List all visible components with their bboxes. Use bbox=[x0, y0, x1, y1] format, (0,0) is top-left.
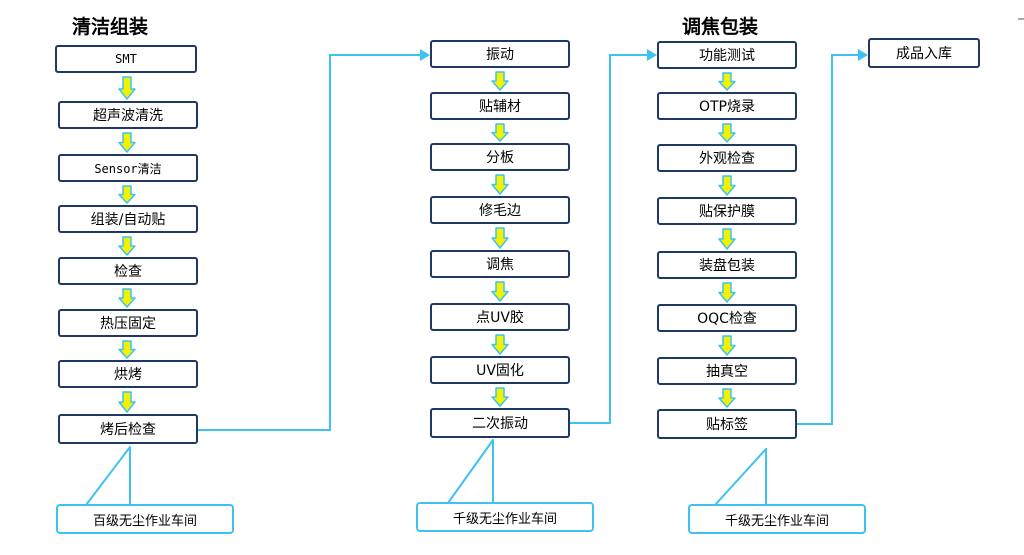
col3-down-arrow-7 bbox=[718, 388, 736, 408]
heading-clean-assembly: 清洁组装 bbox=[72, 16, 149, 38]
step-vibration: 振动 bbox=[430, 40, 570, 68]
connector-col2-to-col3-arrowhead bbox=[647, 49, 657, 61]
step-focusing: 调焦 bbox=[430, 250, 570, 278]
col1-down-arrow-4 bbox=[118, 236, 136, 256]
connector-col1-to-col2-arrowhead bbox=[420, 49, 430, 61]
col3-down-arrow-2 bbox=[718, 123, 736, 143]
col1-down-arrow-2 bbox=[118, 132, 136, 153]
col3-down-arrow-4 bbox=[718, 228, 736, 250]
col1-down-arrow-6 bbox=[118, 340, 136, 359]
step-tray-packaging: 装盘包装 bbox=[657, 251, 797, 279]
step-warehousing: 成品入库 bbox=[868, 38, 980, 68]
step-labeling: 贴标签 bbox=[657, 409, 797, 439]
callout-class100-cleanroom: 百级无尘作业车间 bbox=[56, 504, 234, 534]
callout-class1000-cleanroom-b: 千级无尘作业车间 bbox=[688, 504, 866, 534]
step-post-bake-inspection: 烤后检查 bbox=[58, 414, 198, 444]
step-oqc-inspection: OQC检查 bbox=[657, 304, 797, 332]
step-vacuum: 抽真空 bbox=[657, 357, 797, 385]
col1-down-arrow-1 bbox=[118, 76, 136, 100]
col3-down-arrow-1 bbox=[718, 72, 736, 91]
step-otp-burn: OTP烧录 bbox=[657, 92, 797, 120]
connector-col3-to-col4-arrowhead bbox=[858, 49, 868, 61]
step-function-test: 功能测试 bbox=[657, 41, 797, 69]
col3-down-arrow-6 bbox=[718, 335, 736, 356]
step-inspection: 检查 bbox=[58, 257, 198, 285]
col2-down-arrow-6 bbox=[491, 334, 509, 355]
col2-down-arrow-4 bbox=[491, 227, 509, 249]
callout-tail-2 bbox=[447, 439, 494, 504]
callout-tail-1 bbox=[85, 446, 131, 506]
step-deburr: 修毛边 bbox=[430, 196, 570, 224]
col3-down-arrow-3 bbox=[718, 175, 736, 196]
col1-down-arrow-3 bbox=[118, 185, 136, 204]
step-smt: SMT bbox=[55, 45, 197, 73]
step-second-vibration: 二次振动 bbox=[430, 408, 570, 438]
col2-down-arrow-1 bbox=[491, 71, 509, 91]
step-protective-film: 贴保护膜 bbox=[657, 197, 797, 225]
callout-class1000-cleanroom-a: 千级无尘作业车间 bbox=[416, 502, 594, 532]
heading-focus-packaging: 调焦包装 bbox=[682, 16, 759, 38]
col3-down-arrow-5 bbox=[718, 282, 736, 303]
step-uv-glue: 点UV胶 bbox=[430, 303, 570, 331]
step-ultrasonic-cleaning: 超声波清洗 bbox=[58, 101, 198, 129]
connector-col1-to-col2 bbox=[198, 54, 420, 431]
col1-down-arrow-5 bbox=[118, 288, 136, 308]
col2-down-arrow-2 bbox=[491, 123, 509, 142]
connector-col2-to-col3 bbox=[570, 54, 647, 424]
step-visual-inspection: 外观检查 bbox=[657, 144, 797, 172]
step-hot-press: 热压固定 bbox=[58, 309, 198, 337]
col2-down-arrow-7 bbox=[491, 387, 509, 407]
step-sensor-cleaning: Sensor清洁 bbox=[58, 154, 198, 182]
col2-down-arrow-3 bbox=[491, 174, 509, 195]
step-board-split: 分板 bbox=[430, 143, 570, 171]
connector-col3-to-col4 bbox=[797, 54, 858, 425]
step-uv-curing: UV固化 bbox=[430, 356, 570, 384]
step-attach-accessory: 贴辅材 bbox=[430, 92, 570, 120]
step-assembly: 组装/自动贴 bbox=[58, 205, 198, 233]
step-baking: 烘烤 bbox=[58, 360, 198, 388]
callout-tail-3 bbox=[714, 448, 767, 506]
col2-down-arrow-5 bbox=[491, 281, 509, 302]
col1-down-arrow-7 bbox=[118, 391, 136, 413]
